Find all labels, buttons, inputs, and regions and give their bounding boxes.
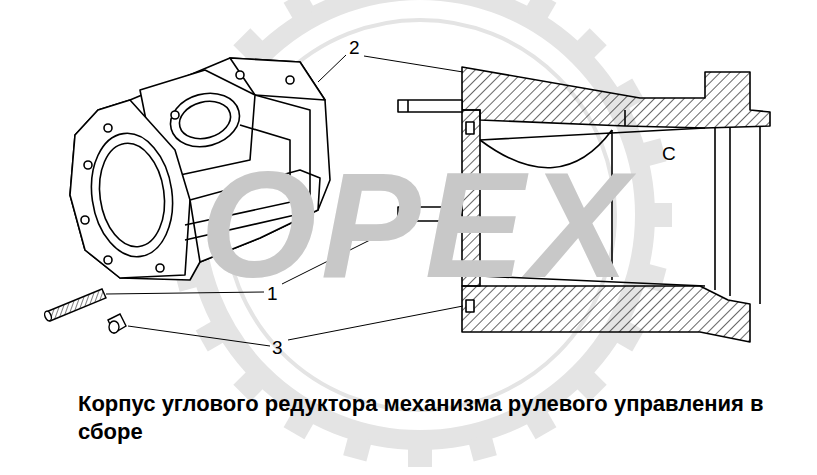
callout-number: 3: [272, 338, 283, 357]
callout-number: 1: [267, 284, 278, 303]
section-letter: C: [662, 144, 676, 163]
figure-caption: Корпус углового редуктора механизма руле…: [78, 390, 778, 445]
callout-number: 2: [349, 38, 360, 57]
stud-and-nut: [43, 289, 126, 333]
watermark: OPEX: [200, 150, 633, 300]
